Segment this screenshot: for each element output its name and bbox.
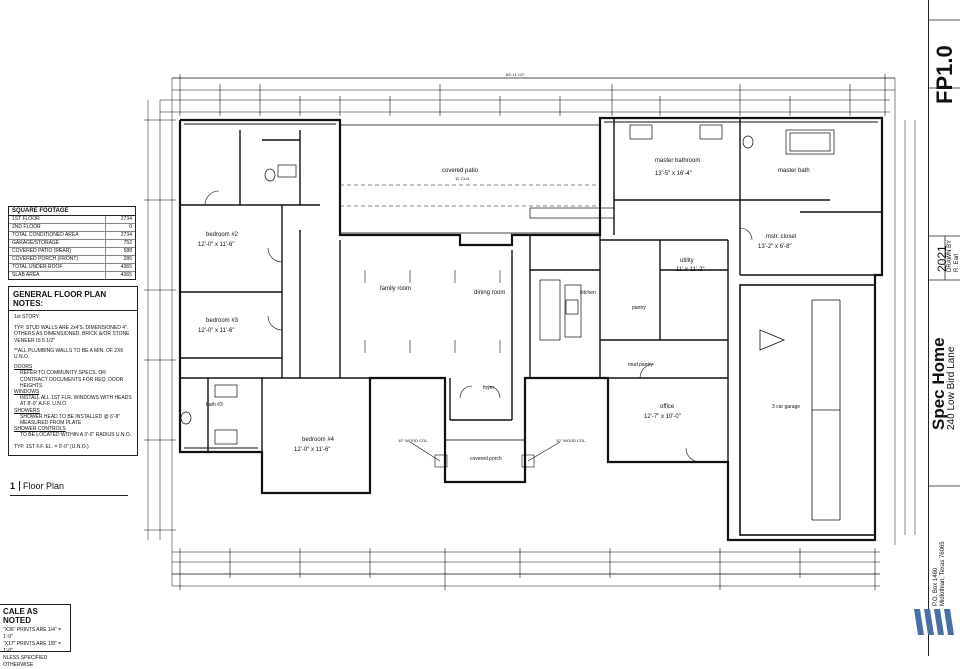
master-bathroom-dim: 13'-5" x 16'-4" (655, 171, 692, 177)
table-row: COVERED PATIO (REAR)588 (9, 248, 135, 256)
pantry-label: pantry (632, 305, 646, 311)
scale-line-2: "X17" PRINTS ARE 1/8" = 1'-0" (3, 641, 61, 654)
overall-dimension-label: 83'-11 1/2" (506, 72, 525, 77)
plan-number: 1 (10, 481, 21, 491)
title-block-lines (929, 19, 960, 487)
scale-line-3: NLESS SPECIFIED OTHERWISE (3, 655, 48, 668)
notes-ffel: TYP. 1ST F.F. EL. = 0'-0" (U.N.O.) (14, 443, 89, 450)
notes-controls-heading: SHOWER CONTROLS (14, 426, 66, 433)
office-dim: 12'-7" x 10'-0" (644, 414, 681, 420)
scale-line-1: "X36" PRINTS ARE 1/4" = 1'-0" (3, 627, 61, 640)
notes-story: 1st STORY (14, 314, 40, 320)
bedroom-3-dim: 12'-0" x 11'-6" (198, 328, 235, 334)
kitchen-label: kitchen (580, 290, 596, 296)
bedroom-3-label: bedroom #3 (206, 318, 239, 324)
bath-3-label: bath #3 (206, 402, 223, 408)
general-notes-title: GENERAL FLOOR PLAN NOTES: (9, 287, 137, 311)
master-bath-label: master bath (778, 168, 810, 174)
notes-showers-heading: SHOWERS (14, 407, 40, 414)
mud-pantry-label: mud pantry (628, 362, 654, 368)
notes-windows-heading: WINDOWS (14, 389, 40, 396)
notes-showers: SHOWER HEAD TO BE INSTALLED @ 6'-8" MEAS… (20, 413, 121, 427)
notes-doors-heading: DOORS (14, 364, 33, 371)
covered-porch-label: covered porch (470, 456, 502, 462)
bedroom-4-label: bedroom #4 (302, 437, 335, 443)
family-room-label: family room (380, 286, 412, 292)
bedroom-2-dim: 12'-0" x 11'-6" (198, 242, 235, 248)
covered-patio-area (339, 124, 601, 234)
covered-patio-label: covered patio (442, 168, 479, 174)
bedroom-4-dim: 12'-0" x 11'-6" (294, 447, 331, 453)
office-label: office (660, 404, 675, 410)
plan-label: Floor Plan (23, 481, 65, 491)
notes-controls: TO BE LOCATED WITHIN A 3'-0" RADIUS U.N.… (20, 432, 132, 439)
wood-col-right-label: 10" WOOD COL. (556, 438, 587, 443)
square-footage-title: SQUARE FOOTAGE (9, 207, 135, 216)
notes-doors: REFER TO COMMUNITY SPECS. OR CONTRACT DO… (20, 370, 124, 389)
utility-label: utility (680, 258, 694, 264)
project-address: 240 Low Bird Lane (946, 346, 957, 430)
general-notes-panel: GENERAL FLOOR PLAN NOTES: 1st STORY TYP.… (8, 286, 138, 456)
table-row: COVERED PORCH (FRONT)286 (9, 256, 135, 264)
sheet-number: FP1.0 (932, 45, 957, 104)
master-closet-dim: 13'-2" x 6'-8" (758, 244, 792, 250)
scale-note: CALE AS NOTED "X36" PRINTS ARE 1/4" = 1'… (0, 604, 71, 668)
notes-windows: INSTALL ALL 1ST FLR. WINDOWS WITH HEADS … (20, 395, 132, 408)
covered-porch-area (444, 439, 526, 483)
covered-patio-ceiling-label: 11' CLG. (455, 176, 471, 181)
wood-col-left-label: 10" WOOD COL. (398, 438, 429, 443)
garage-area (739, 284, 876, 536)
notes-plumbing: **ALL PLUMBING WALLS TO BE A MIN. OF 2X6… (14, 347, 124, 361)
floor-plan-drawing (144, 74, 916, 590)
master-bathroom-label: master bathroom (655, 158, 701, 164)
notes-walls: TYP. STUD WALLS ARE 2x4'S. DIMENSIONED 4… (14, 325, 130, 344)
scale-title: CALE AS NOTED (3, 607, 38, 625)
utility-dim: 11' x 11'-2" (676, 267, 705, 273)
foyer-label: foyer (483, 385, 495, 391)
dining-room-label: dining room (474, 290, 506, 296)
master-closet-label: mstr. closet (766, 234, 797, 240)
bedroom-2-label: bedroom #2 (206, 232, 239, 238)
garage-label: 3 car garage (772, 404, 801, 410)
company-logo-icon (914, 609, 954, 635)
